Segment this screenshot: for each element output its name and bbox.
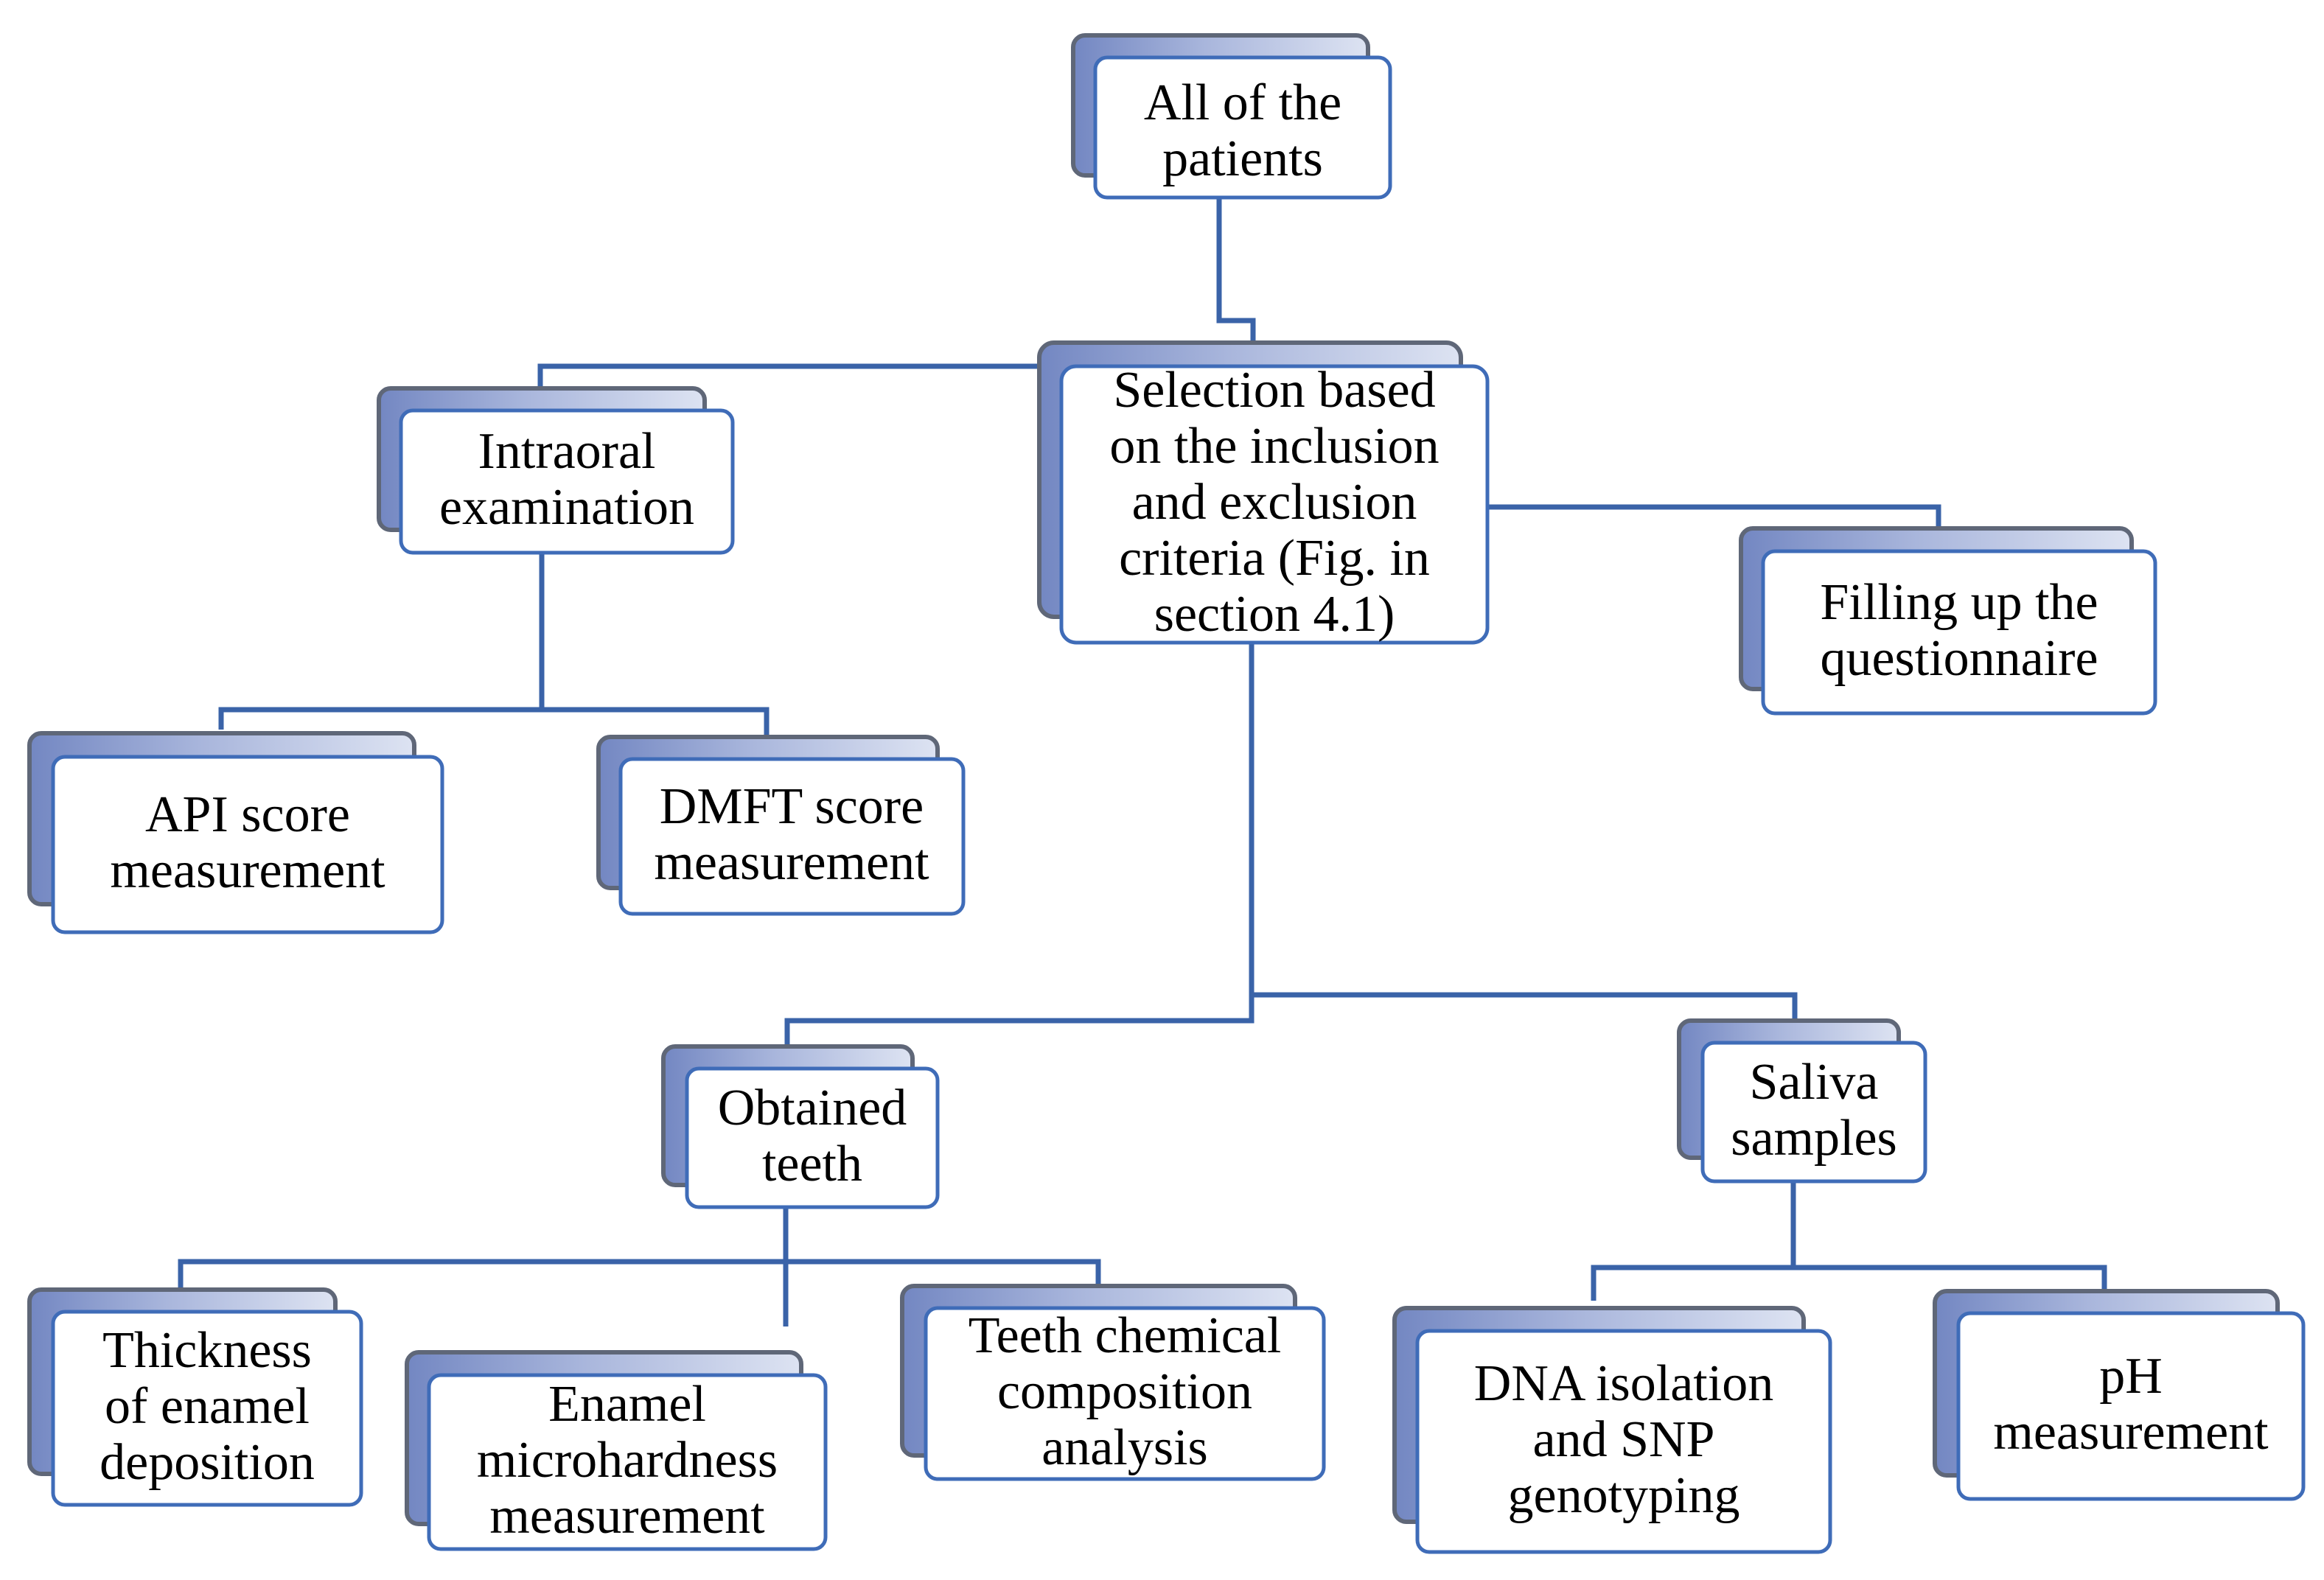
node-label-line: pH (2099, 1348, 2163, 1405)
connector-intraoral-children (218, 553, 770, 755)
node-label-line: measurement (654, 834, 929, 891)
node-label-line: Saliva (1750, 1054, 1879, 1111)
box-frame (1700, 1041, 1927, 1184)
node-label-line: DNA isolation (1474, 1355, 1773, 1412)
node-label-line: Enamel (548, 1376, 706, 1433)
node-label-line: criteria (Fig. in (1119, 530, 1430, 587)
node-label-line: and SNP (1533, 1411, 1715, 1468)
node-label-line: patients (1162, 130, 1323, 187)
node-label-line: DMFT score (660, 778, 924, 835)
box-frame (1956, 1311, 2306, 1501)
node-label-line: teeth (762, 1136, 862, 1192)
node-label-line: Obtained (718, 1080, 907, 1136)
node-label-line: samples (1731, 1110, 1897, 1167)
node-label-line: Filling up the (1820, 574, 2098, 631)
node-label-line: of enamel (105, 1378, 310, 1435)
box-frame (1415, 1329, 1832, 1554)
node-label-line: questionnaire (1820, 630, 2098, 687)
node-label-line: Thickness (102, 1322, 312, 1379)
node-label-line: on the inclusion (1109, 418, 1439, 475)
box-frame (427, 1373, 828, 1551)
node-label-line: Teeth chemical (969, 1307, 1282, 1364)
node-label-line: microhardness (477, 1432, 778, 1489)
node-label-line: section 4.1) (1154, 586, 1395, 643)
box-frame (51, 755, 444, 934)
box-frame (924, 1306, 1326, 1481)
connectors (178, 198, 2107, 1326)
node-label-line: measurement (1993, 1404, 2269, 1461)
node-label-line: genotyping (1508, 1467, 1740, 1524)
box-frame (1059, 364, 1490, 645)
box-frame (51, 1310, 363, 1507)
box-frame (618, 757, 966, 916)
node-label-line: Selection based (1113, 362, 1435, 419)
node-label-line: composition (997, 1363, 1252, 1420)
box-frame (1093, 55, 1392, 200)
node-label-line: and exclusion (1132, 474, 1417, 531)
box-frame (685, 1066, 940, 1209)
box-frame (1761, 549, 2157, 716)
node-label-line: measurement (110, 842, 385, 899)
node-label-line: deposition (100, 1434, 315, 1491)
node-label-line: examination (439, 479, 694, 536)
node-label-line: measurement (489, 1488, 765, 1545)
node-label-line: analysis (1041, 1419, 1208, 1476)
connector-saliva-children (1591, 1181, 2107, 1301)
box-frame (399, 408, 735, 555)
node-label-line: All of the (1144, 74, 1341, 131)
node-label-line: API score (145, 786, 350, 843)
node-label-line: Intraoral (478, 423, 656, 480)
